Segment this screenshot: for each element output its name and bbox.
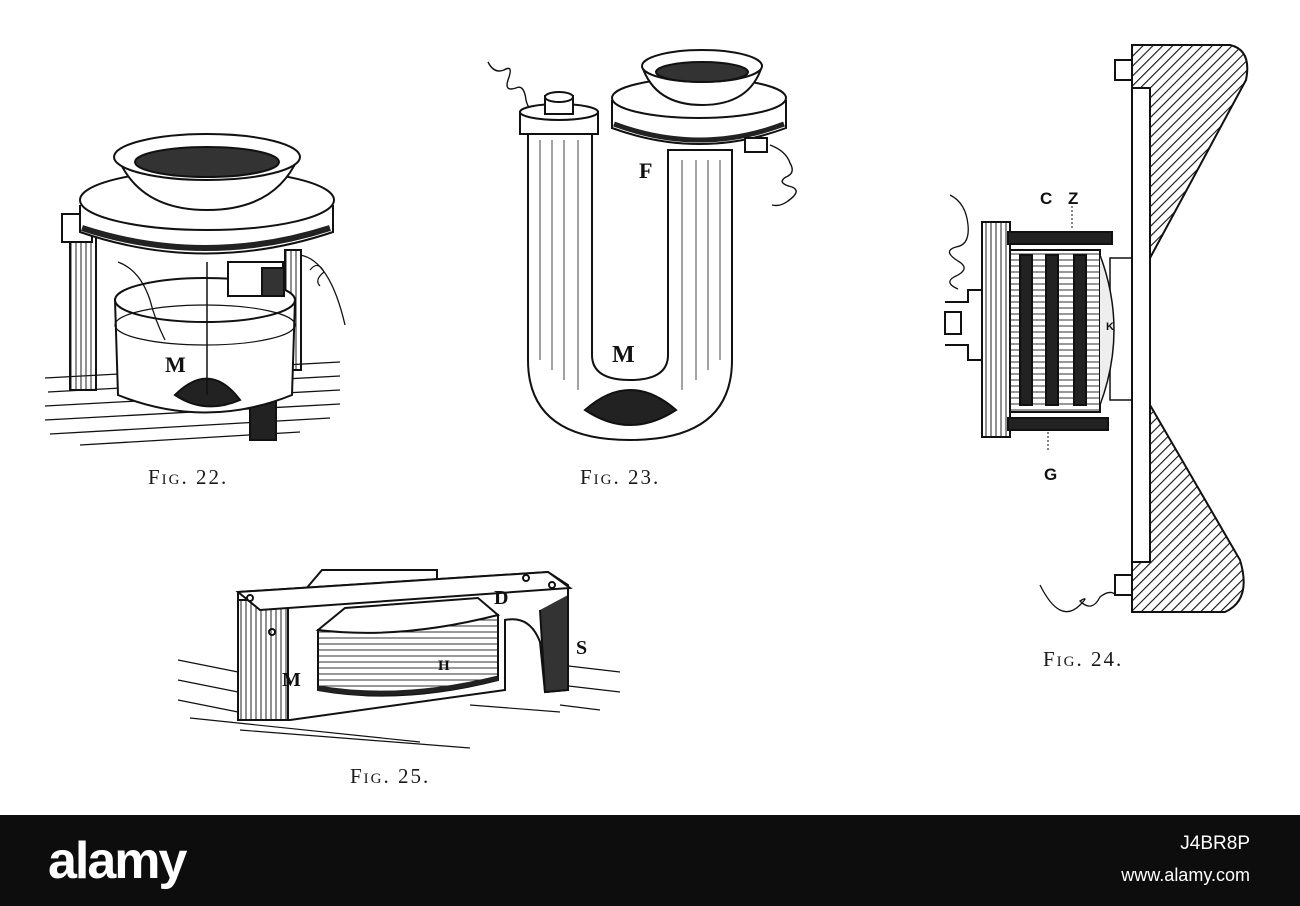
- fig23-label-f: F: [639, 158, 652, 183]
- engraving-illustrations: M F M: [44, 44, 1249, 749]
- fig23-label-m: M: [612, 342, 635, 368]
- fig25-label-h: H: [438, 658, 450, 674]
- fig25-caption: Fig. 25.: [350, 764, 431, 788]
- watermark-bar: alamy J4BR8P www.alamy.com: [0, 815, 1300, 906]
- figure-22-drawing: [44, 133, 346, 446]
- fig24-label-c: C: [1040, 189, 1052, 208]
- fig24-label-g: G: [1044, 465, 1057, 484]
- watermark-url: www.alamy.com: [1121, 865, 1250, 885]
- fig25-label-d: D: [494, 587, 508, 609]
- alamy-logo: alamy: [48, 832, 187, 890]
- figure-25-drawing: [177, 569, 621, 749]
- fig23-caption: Fig. 23.: [580, 465, 661, 489]
- engraving-plate: M F M: [44, 44, 1249, 788]
- fig25-label-s: S: [576, 637, 587, 659]
- fig24-label-z: Z: [1068, 189, 1078, 208]
- fig22-caption: Fig. 22.: [148, 465, 229, 489]
- fig24-label-k: K: [1106, 321, 1114, 333]
- figure-24-drawing: [944, 44, 1249, 613]
- figure-23-drawing: [487, 49, 797, 442]
- image-id: J4BR8P: [1180, 833, 1250, 854]
- fig22-label-m: M: [165, 352, 186, 377]
- fig24-caption: Fig. 24.: [1043, 647, 1124, 671]
- fig25-label-m: M: [282, 669, 301, 691]
